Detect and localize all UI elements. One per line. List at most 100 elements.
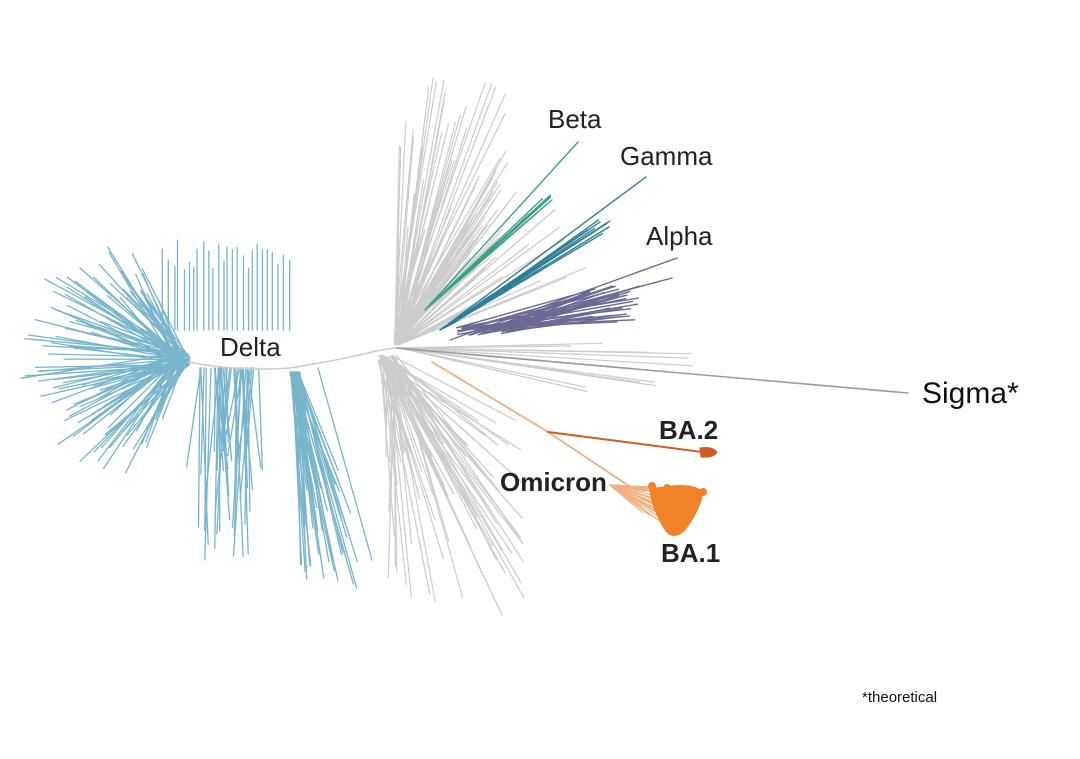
- delta-branch: [62, 360, 184, 384]
- delta-branch: [222, 367, 232, 442]
- alpha-branch: [490, 300, 634, 327]
- delta-clade: [20, 239, 373, 589]
- lineage-branch: [397, 244, 530, 346]
- delta-branch: [64, 327, 186, 354]
- delta-branch: [100, 320, 189, 356]
- ba1-cluster: [649, 485, 704, 536]
- gamma-branch: [453, 219, 600, 324]
- delta-branch: [247, 367, 251, 512]
- lineage-branch: [394, 121, 407, 337]
- lineage-branch: [387, 360, 497, 424]
- lineage-branch: [399, 347, 649, 353]
- delta-branch: [52, 356, 177, 389]
- beta-label: Beta: [548, 104, 602, 134]
- lineage-branch: [398, 100, 445, 345]
- alpha-branch: [469, 277, 673, 333]
- ba2-label: BA.2: [659, 415, 719, 445]
- lineage-branch: [379, 357, 513, 554]
- lineage-branch: [395, 77, 434, 346]
- delta-branch: [37, 358, 182, 373]
- lineage-branch: [399, 345, 571, 349]
- ba1-tip: [663, 484, 671, 492]
- lineage-branch: [396, 357, 517, 422]
- ba1-tip: [682, 487, 690, 495]
- delta-branch: [223, 367, 240, 443]
- lineage-branch: [397, 236, 469, 346]
- sigma-branch: [395, 347, 909, 394]
- delta-branch: [66, 353, 177, 411]
- delta-branch: [290, 371, 306, 573]
- lineage-branch: [399, 83, 493, 340]
- delta-branch: [242, 367, 249, 489]
- lineage-branch: [389, 356, 499, 446]
- ba1-tip: [648, 482, 656, 490]
- lineage-branch: [399, 347, 656, 383]
- delta-branch: [233, 367, 242, 537]
- alpha-clade: [449, 257, 678, 341]
- delta-branch: [290, 371, 312, 567]
- lineage-branch: [397, 290, 529, 346]
- ba2-branch: [547, 431, 703, 453]
- lineage-branch: [399, 347, 588, 393]
- delta-branch: [64, 293, 176, 358]
- lineage-branch: [399, 347, 689, 359]
- delta-branch: [197, 367, 201, 528]
- lineage-branch: [379, 357, 388, 427]
- lineage-branch: [382, 358, 467, 446]
- delta-branch: [161, 358, 186, 420]
- delta-branch: [258, 367, 264, 471]
- lineage-branch: [395, 123, 450, 338]
- ba1-tip: [656, 508, 664, 516]
- omicron-stem: [431, 361, 549, 433]
- lineage-branch: [395, 79, 445, 345]
- delta-branch: [107, 356, 180, 429]
- beta-branch: [424, 141, 579, 311]
- lineage-branch: [395, 105, 467, 343]
- lineage-branch: [397, 180, 499, 346]
- delta-branch: [109, 354, 177, 416]
- lineage-branch: [384, 359, 398, 487]
- delta-branch: [97, 356, 178, 462]
- delta-branch: [292, 371, 325, 579]
- delta-branch: [140, 289, 191, 359]
- lineage-branch: [396, 362, 524, 563]
- delta-branch: [204, 367, 207, 532]
- delta-branch: [204, 367, 212, 561]
- delta-branch: [68, 356, 180, 417]
- lineage-branch: [390, 359, 436, 603]
- lineage-branch: [399, 347, 586, 388]
- delta-branch: [234, 367, 244, 557]
- alpha-label: Alpha: [646, 221, 713, 251]
- omicron-clade: [431, 361, 718, 536]
- ba2-cluster: [699, 447, 718, 458]
- lineage-branch: [397, 278, 476, 346]
- alpha-branch: [509, 316, 595, 327]
- lineage-branch: [399, 90, 446, 337]
- delta-branch: [69, 320, 183, 354]
- gamma-label: Gamma: [620, 141, 713, 171]
- delta-branch: [109, 359, 181, 449]
- gamma-branch: [445, 232, 604, 328]
- lineage-branch: [399, 347, 694, 367]
- delta-branch: [55, 276, 187, 357]
- alpha-branch: [461, 298, 615, 328]
- omicron-label: Omicron: [500, 467, 607, 497]
- lineage-branch: [397, 253, 438, 339]
- delta-branch: [216, 367, 222, 471]
- delta-branch: [135, 352, 180, 432]
- lineage-branch: [388, 357, 525, 599]
- lineage-branch: [379, 355, 503, 616]
- delta-branch: [214, 367, 219, 550]
- sigma-label: Sigma*: [922, 377, 1019, 410]
- alpha-branch: [449, 257, 678, 341]
- delta-branch: [109, 283, 190, 358]
- delta-branch: [213, 367, 216, 452]
- delta-branch: [244, 367, 255, 462]
- lineage-branch: [379, 356, 395, 537]
- background-lineages: [377, 77, 694, 616]
- ba1-label: BA.1: [661, 538, 721, 568]
- delta-branch: [200, 367, 209, 545]
- lineage-branch: [387, 359, 494, 478]
- lineage-branch: [384, 356, 434, 496]
- ba1-tip: [699, 488, 707, 496]
